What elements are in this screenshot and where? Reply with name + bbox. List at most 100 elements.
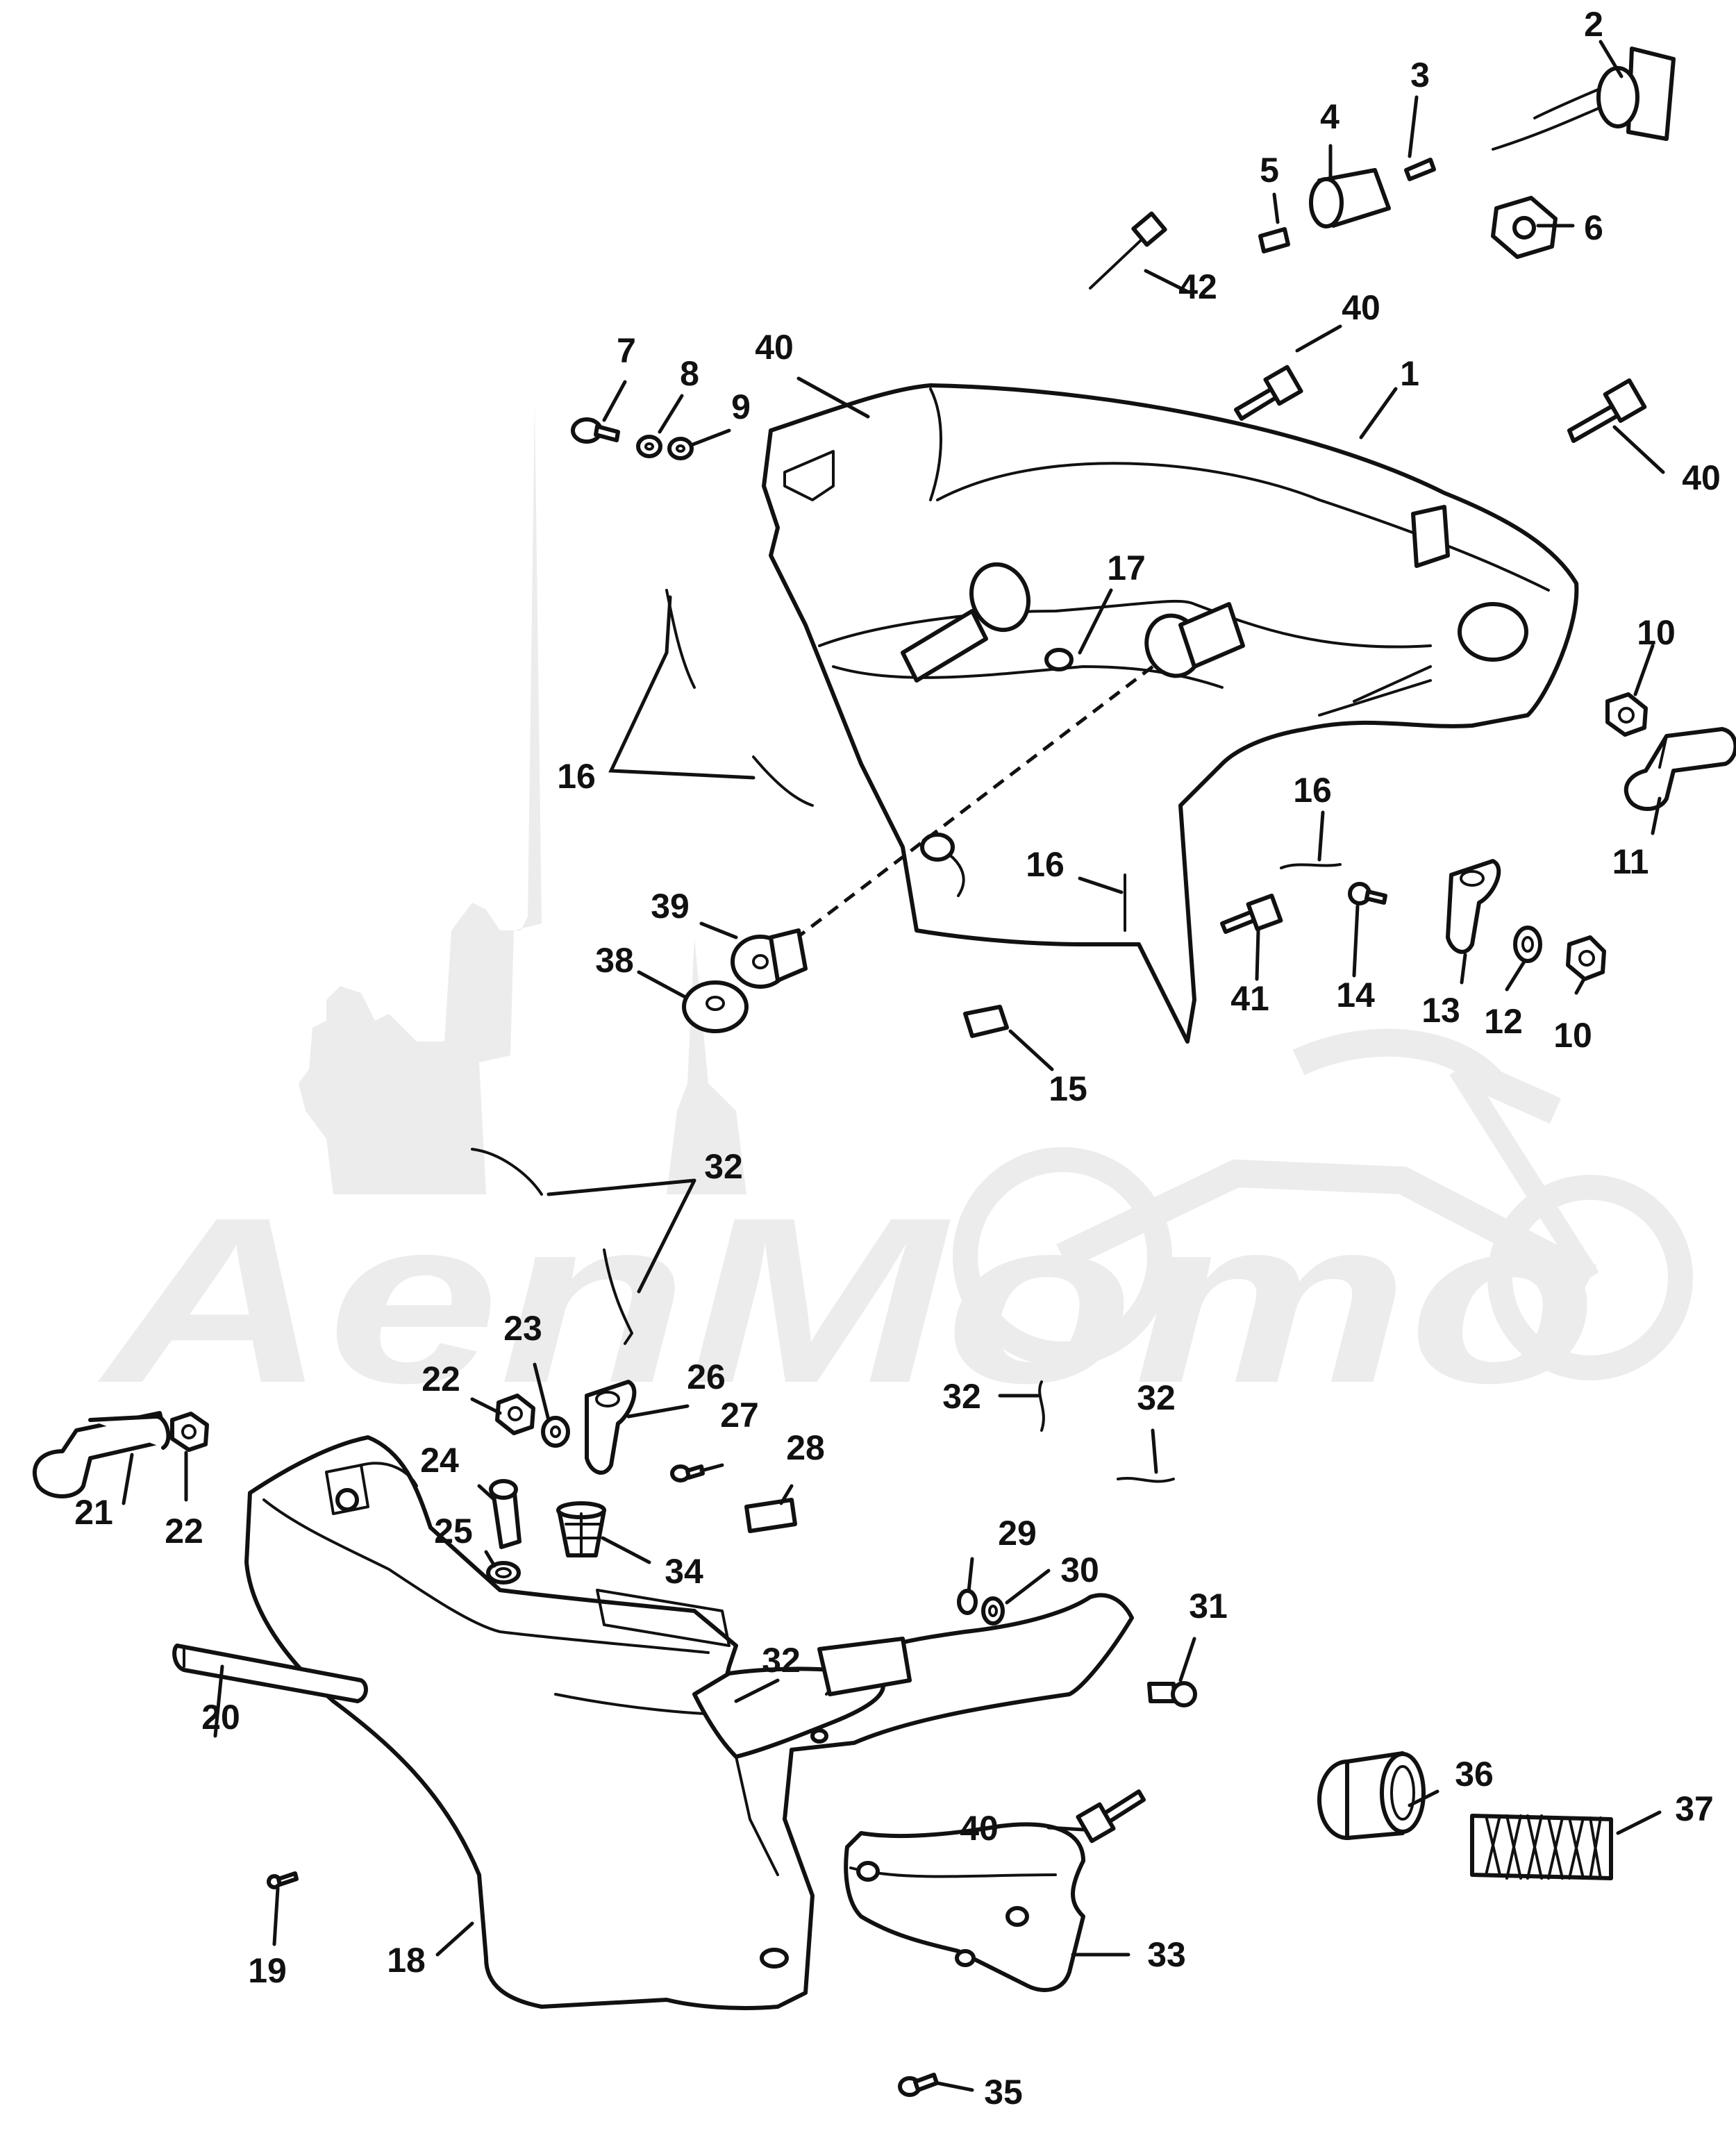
callout-37: 37 bbox=[1675, 1789, 1714, 1828]
part-3-pin bbox=[1404, 158, 1436, 181]
callout-32-lower: 32 bbox=[762, 1641, 801, 1680]
part-18-lower-cowl bbox=[244, 1435, 1134, 2010]
part-32-wire-clip-top bbox=[471, 1148, 633, 1345]
part-29-washer bbox=[957, 1589, 978, 1615]
callout-19: 19 bbox=[248, 1951, 287, 1990]
part-37-spring bbox=[1470, 1814, 1613, 1880]
part-21-lever bbox=[33, 1411, 171, 1498]
callout-40-upper-left: 40 bbox=[755, 328, 794, 367]
callout-22-left: 22 bbox=[165, 1512, 203, 1551]
part-40-bolt-top-right bbox=[1234, 365, 1303, 421]
callout-13: 13 bbox=[1421, 991, 1460, 1030]
watermark-motorcycle bbox=[953, 1028, 1693, 1380]
callout-17: 17 bbox=[1107, 549, 1146, 587]
callout-11: 11 bbox=[1612, 842, 1649, 881]
part-42-long-bolt bbox=[1089, 211, 1167, 290]
part-41-bolt bbox=[1220, 893, 1283, 934]
callout-38: 38 bbox=[595, 941, 634, 980]
part-12-washer bbox=[1513, 926, 1542, 963]
watermark-logo-text: AenMomo bbox=[94, 1169, 1597, 1432]
callout-25: 25 bbox=[434, 1512, 473, 1551]
part-40-bolt-lower bbox=[1076, 1789, 1146, 1844]
part-24-valve bbox=[489, 1479, 521, 1549]
watermark-church-silhouette bbox=[299, 403, 542, 1194]
callout-31: 31 bbox=[1189, 1587, 1228, 1626]
part-7-screw bbox=[571, 417, 620, 444]
callout-34: 34 bbox=[665, 1552, 703, 1591]
part-5-small-fitting bbox=[1258, 227, 1290, 253]
callout-40-far-right: 40 bbox=[1682, 458, 1721, 497]
part-28-block bbox=[744, 1498, 797, 1533]
part-9-washer bbox=[667, 437, 694, 460]
callout-3: 3 bbox=[1410, 56, 1430, 94]
part-35-screw bbox=[898, 2073, 939, 2097]
callout-4: 4 bbox=[1320, 97, 1339, 136]
callout-39: 39 bbox=[651, 887, 690, 926]
callout-5: 5 bbox=[1260, 151, 1279, 190]
callout-42: 42 bbox=[1178, 267, 1217, 306]
callout-16-left: 16 bbox=[557, 757, 596, 796]
callout-14: 14 bbox=[1336, 976, 1375, 1014]
callout-18: 18 bbox=[387, 1941, 426, 1980]
callout-30: 30 bbox=[1060, 1551, 1099, 1589]
part-2-wire-grommet bbox=[1492, 47, 1676, 151]
part-30-washer bbox=[981, 1596, 1005, 1626]
part-20-trim-strip bbox=[172, 1644, 368, 1703]
part-8-washer bbox=[636, 435, 662, 458]
part-10-nut-upper bbox=[1605, 692, 1648, 737]
callout-28: 28 bbox=[786, 1428, 825, 1467]
watermark: AenMomo bbox=[94, 403, 1693, 1432]
part-14-screw bbox=[1348, 882, 1387, 905]
callout-labels: 1 2 3 4 5 6 7 8 9 10 10 11 12 13 14 15 1… bbox=[74, 5, 1721, 2112]
callout-41: 41 bbox=[1230, 979, 1269, 1018]
callout-40-lower: 40 bbox=[960, 1809, 999, 1848]
callout-40-top: 40 bbox=[1342, 288, 1380, 327]
callout-32-right: 32 bbox=[1137, 1378, 1176, 1417]
callout-7: 7 bbox=[617, 331, 636, 370]
part-33-cover-panel bbox=[844, 1822, 1085, 1992]
part-19-screw bbox=[267, 1871, 299, 1889]
callout-6: 6 bbox=[1584, 208, 1603, 247]
part-27-screw bbox=[670, 1464, 705, 1482]
callout-23: 23 bbox=[503, 1309, 542, 1348]
dashed-assembly-line-17-39 bbox=[787, 665, 1154, 946]
callout-32-mid: 32 bbox=[942, 1377, 981, 1416]
part-38-washer bbox=[682, 980, 749, 1033]
callout-9: 9 bbox=[731, 387, 751, 426]
callout-27: 27 bbox=[720, 1396, 759, 1435]
callout-10-lower: 10 bbox=[1553, 1016, 1592, 1055]
part-36-bushing bbox=[1317, 1751, 1426, 1840]
part-34-screen-filter bbox=[556, 1501, 606, 1557]
part-13-bracket bbox=[1446, 859, 1501, 954]
callout-35: 35 bbox=[984, 2073, 1023, 2112]
callout-26: 26 bbox=[687, 1357, 726, 1396]
watermark-church-spire bbox=[667, 937, 746, 1194]
part-23-washer bbox=[541, 1416, 570, 1448]
callout-32-top: 32 bbox=[704, 1147, 743, 1186]
part-39-grommet bbox=[731, 928, 808, 989]
part-26-bracket bbox=[585, 1380, 637, 1475]
leader-lines bbox=[122, 40, 1665, 2092]
part-31-fitting bbox=[1147, 1681, 1197, 1707]
part-1-upper-cowl bbox=[762, 383, 1579, 1044]
callout-33: 33 bbox=[1147, 1935, 1186, 1974]
callout-36: 36 bbox=[1455, 1755, 1494, 1794]
callout-24: 24 bbox=[420, 1441, 459, 1480]
callout-15: 15 bbox=[1049, 1069, 1087, 1108]
part-11-lever bbox=[1624, 727, 1736, 811]
part-6-nut bbox=[1491, 196, 1558, 259]
part-40-bolt-far-right bbox=[1567, 378, 1647, 443]
callout-2: 2 bbox=[1584, 5, 1603, 44]
part-4-fitting bbox=[1309, 168, 1391, 228]
callout-16-right: 16 bbox=[1293, 771, 1332, 810]
part-15-block bbox=[963, 1005, 1009, 1038]
callout-8: 8 bbox=[680, 354, 699, 393]
callout-20: 20 bbox=[201, 1698, 240, 1737]
callout-10-upper: 10 bbox=[1637, 613, 1676, 652]
callout-29: 29 bbox=[998, 1514, 1037, 1553]
part-22-nut-left bbox=[170, 1412, 209, 1452]
part-10-nut-lower bbox=[1566, 935, 1606, 981]
part-32-wire-clip-right bbox=[1038, 1380, 1175, 1483]
part-25-o-ring bbox=[486, 1561, 521, 1585]
